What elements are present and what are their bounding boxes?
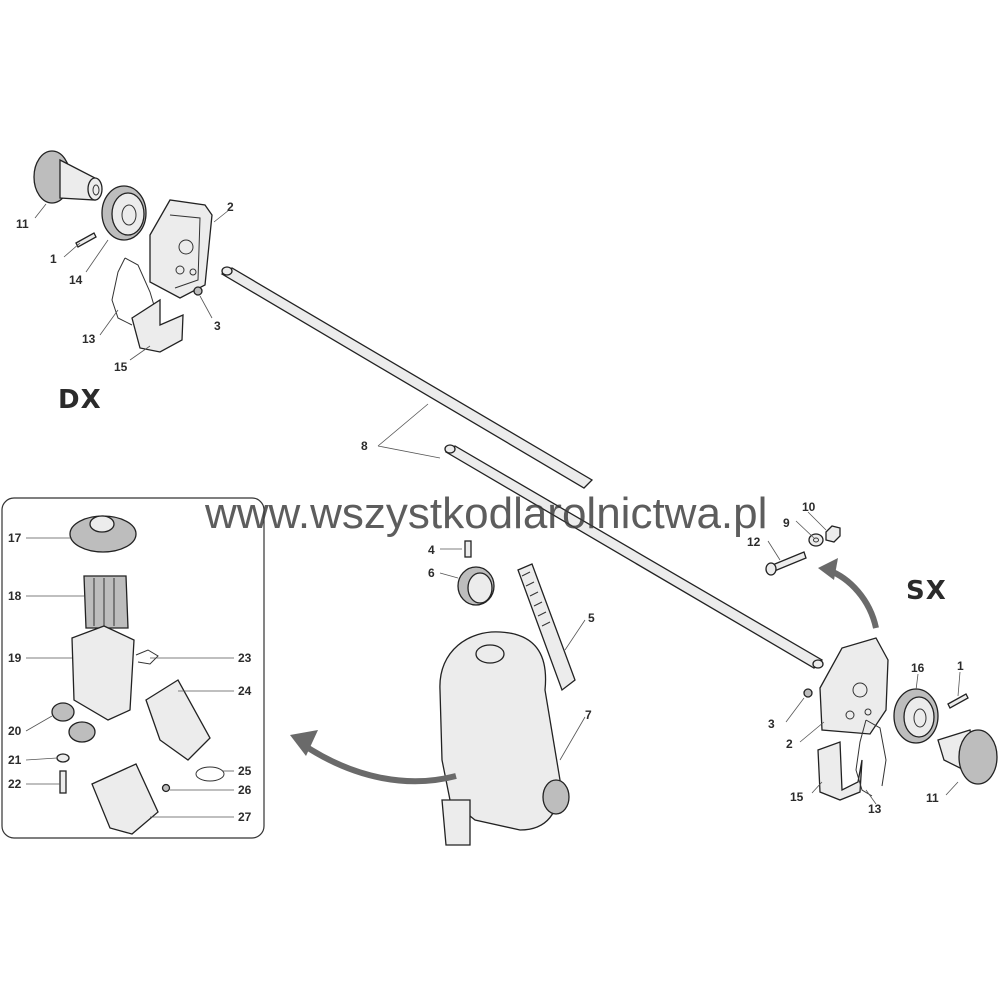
inset-box xyxy=(1,497,265,839)
inset-direction-arrow xyxy=(300,741,457,785)
sx-plate-part xyxy=(819,637,889,735)
callout-sx-knob: 11 xyxy=(926,791,939,805)
hopper-part xyxy=(439,631,570,846)
callout-inset-22: 22 xyxy=(8,777,22,791)
leader-lines xyxy=(25,203,961,818)
label-dx: DX xyxy=(58,385,102,415)
pin-part xyxy=(464,540,472,558)
callout-dx-knob: 11 xyxy=(16,217,29,231)
inset-agitator-part xyxy=(83,575,129,629)
inset-small-screw-part xyxy=(161,783,171,793)
callout-inset-19: 19 xyxy=(8,651,22,665)
dx-screw-part xyxy=(193,286,203,296)
callout-inset-21: 21 xyxy=(8,753,22,767)
callout-sx-bolt: 12 xyxy=(747,535,761,549)
inset-guard-part xyxy=(91,763,159,835)
callout-dx-pin: 1 xyxy=(50,252,57,266)
inset-clip-part xyxy=(195,766,225,782)
callout-dx-plate: 2 xyxy=(227,200,234,214)
sx-screw-part xyxy=(803,688,813,698)
callout-sx-pin: 1 xyxy=(957,659,964,673)
callout-dx-bracket: 15 xyxy=(114,360,128,374)
callout-sx-bracket: 15 xyxy=(790,790,804,804)
dx-pin-part xyxy=(75,232,97,248)
inset-direction-arrowhead xyxy=(290,730,318,756)
callout-inset-27: 27 xyxy=(238,810,252,824)
callout-shaft: 8 xyxy=(361,439,368,453)
callout-inset-23: 23 xyxy=(238,651,252,665)
inset-bolt-part xyxy=(59,770,67,794)
inset-chute-part xyxy=(145,679,211,761)
dx-plate-part xyxy=(149,199,213,299)
callout-sx-screw: 3 xyxy=(768,717,775,731)
inset-bevel-gear-part xyxy=(51,702,96,743)
inset-spring-part xyxy=(135,649,159,665)
callout-inset-26: 26 xyxy=(238,783,252,797)
callout-sx-spring: 13 xyxy=(868,802,882,816)
callout-dx-screw: 3 xyxy=(214,319,221,333)
watermark: www.wszystkodlarolnictwa.pl xyxy=(204,489,767,538)
callout-hopper: 7 xyxy=(585,708,592,722)
gear-part xyxy=(457,566,495,606)
callout-sx-washer: 9 xyxy=(783,516,790,530)
callout-sx-nut: 10 xyxy=(802,500,816,514)
sx-direction-arrowhead xyxy=(818,558,838,580)
inset-washer-part xyxy=(56,753,70,763)
callout-dx-gear: 14 xyxy=(69,273,83,287)
callout-sx-plate: 2 xyxy=(786,737,793,751)
callout-gear: 6 xyxy=(428,566,435,580)
callout-inset-18: 18 xyxy=(8,589,22,603)
sx-bracket-part xyxy=(817,741,863,801)
sx-gear-part xyxy=(893,688,939,744)
sx-direction-arrow xyxy=(826,567,879,629)
label-sx: SX xyxy=(906,576,947,606)
callout-inset-24: 24 xyxy=(238,684,252,698)
dx-bracket-part xyxy=(131,298,184,353)
callout-inset-20: 20 xyxy=(8,724,22,738)
callout-blade: 5 xyxy=(588,611,595,625)
shaft-part xyxy=(220,266,824,669)
sx-knob-part xyxy=(937,729,998,785)
dx-gear-part xyxy=(101,185,147,241)
sx-bolt-part xyxy=(765,551,807,576)
callout-pin: 4 xyxy=(428,543,435,557)
callout-dx-spring: 13 xyxy=(82,332,96,346)
callout-numbers: 11 1 14 2 3 13 15 8 12 9 10 16 1 3 2 15 … xyxy=(8,200,964,824)
dx-knob-part xyxy=(33,150,103,204)
callout-sx-gear: 16 xyxy=(911,661,925,675)
sx-nut-part xyxy=(825,525,841,543)
callout-inset-25: 25 xyxy=(238,764,252,778)
dx-spring-part xyxy=(111,257,157,326)
sx-spring-part xyxy=(855,719,887,797)
callout-inset-17: 17 xyxy=(8,531,22,545)
inset-cap-part xyxy=(69,515,137,553)
inset-housing-part xyxy=(71,625,135,721)
sx-pin-part xyxy=(947,693,969,709)
blade-part xyxy=(517,563,576,692)
